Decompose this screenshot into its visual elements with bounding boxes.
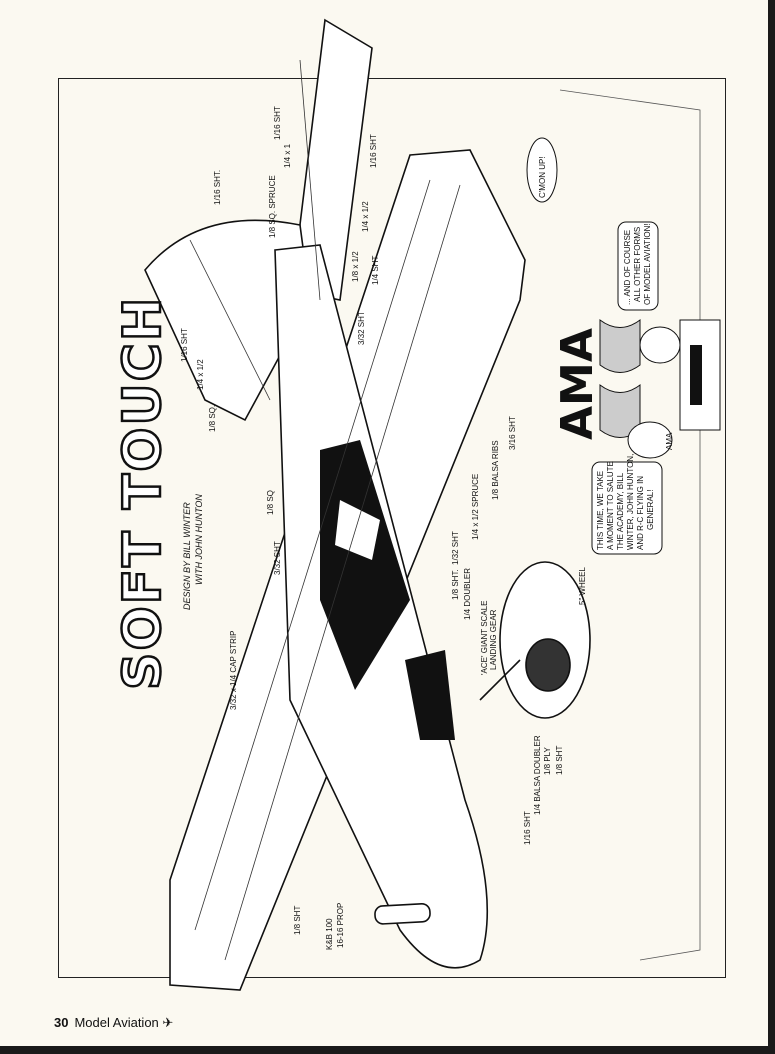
with-credit: WITH JOHN HUNTON: [194, 494, 204, 585]
label-fin-quarter-half: 1/4 x 1/2: [196, 359, 205, 390]
label-1-8-sht-b: 1/8 SHT: [555, 746, 564, 775]
bubble2-line: OF MODEL AVIATION!: [643, 223, 652, 305]
design-credit: DESIGN BY BILL WINTER: [182, 502, 192, 610]
label-ply: 1/8 PLY: [543, 746, 552, 775]
label-doubler: 1/4 DOUBLER: [463, 568, 472, 620]
label-stab-eighth-half: 1/8 x 1/2: [351, 251, 360, 282]
label-3-32-sht: 3/32 SHT: [273, 541, 282, 575]
label-fin-sq: 1/8 SQ.: [208, 405, 217, 432]
label-spruce-spar: 1/4 x 1/2 SPRUCE: [471, 474, 480, 540]
cartoon-area: C'MON UP! AMA THIS TIME, WE TAKE A MOMEN…: [526, 89, 721, 961]
cockpit-dark: [405, 650, 455, 740]
label-1-8-sht: 1/8 SHT.: [451, 569, 460, 600]
bubble2-line: ... AND OF COURSE: [623, 230, 632, 305]
bubble1-line: WINTER, JOHN HUNTON,: [626, 454, 635, 550]
label-stab-quarter-half: 1/4 x 1/2: [361, 201, 370, 232]
label-cap-strip: 3/32 x 1/4 CAP STRIP: [229, 631, 238, 710]
bubble1-line: THIS TIME, WE TAKE: [596, 471, 605, 550]
article-title: SOFT TOUCH: [113, 296, 173, 690]
label-fin-sht: 1/16 SHT.: [213, 170, 222, 205]
bubble1-line: A MOMENT TO SALUTE: [606, 461, 615, 550]
label-1-8-sq: 1/8 SQ: [266, 490, 275, 515]
bubble2-line: ALL OTHER FORMS: [633, 227, 642, 302]
cartoon-character-1: [627, 421, 673, 459]
label-balsa-ribs: 1/8 BALSA RIBS: [491, 440, 500, 500]
label-stab-1x4: 1/4 x 1: [283, 143, 292, 168]
label-prop-engine: K&B 100: [325, 918, 334, 950]
label-stab-sht-b: 1/16 SHT: [369, 134, 378, 168]
label-landing-gear-1: 'ACE' GIANT SCALE: [480, 601, 489, 675]
label-1-32-sht: 1/32 SHT: [451, 531, 460, 565]
label-spruce-sq: 1/8 SQ. SPRUCE: [268, 175, 277, 238]
cartoon-character-2: [639, 326, 681, 364]
bubble1-line: GENERAL!: [646, 490, 655, 530]
label-landing-gear-2: LANDING GEAR: [489, 609, 498, 670]
label-fin-sht-b: 1/16 SHT: [180, 328, 189, 362]
cmon-bubble: [526, 137, 558, 203]
label-prop-size: 16-16 PROP: [336, 903, 345, 948]
airplane-icon: ✈: [162, 1015, 174, 1030]
bubble1-line: AND R-C FLYING IN: [636, 476, 645, 550]
label-wing-quarter-sht: 1/4 SHT: [371, 256, 380, 285]
shirt-text: AMA: [665, 432, 674, 450]
label-1-16-sht-nose: 1/16 SHT: [523, 811, 532, 845]
label-wheel: 5" WHEEL: [578, 566, 587, 605]
label-balsa-doubler: 1/4 BALSA DOUBLER: [533, 735, 542, 815]
ama-logo: AMA: [552, 328, 603, 440]
propeller: [374, 903, 431, 925]
page-footer: 30 Model Aviation ✈: [54, 1015, 173, 1031]
label-stab-sht-a: 1/16 SHT: [273, 106, 282, 140]
illustration-frame: [58, 78, 726, 978]
label-3-16-sht: 3/16 SHT: [508, 416, 517, 450]
label-wing-3-32-sht: 3/32 SHT: [357, 311, 366, 345]
speech-bubble-1: [591, 461, 663, 555]
horizontal-stabilizer: [291, 18, 373, 301]
page-number: 30: [54, 1015, 69, 1030]
wheel: [525, 638, 571, 692]
label-1-8-sht-wing: 1/8 SHT: [293, 906, 302, 935]
speech-bubble-2: [617, 221, 659, 311]
magazine-name: Model Aviation: [74, 1015, 159, 1030]
bubble1-line: THE ACADEMY, BILL: [616, 472, 625, 550]
cmon-text: C'MON UP!: [538, 156, 547, 198]
